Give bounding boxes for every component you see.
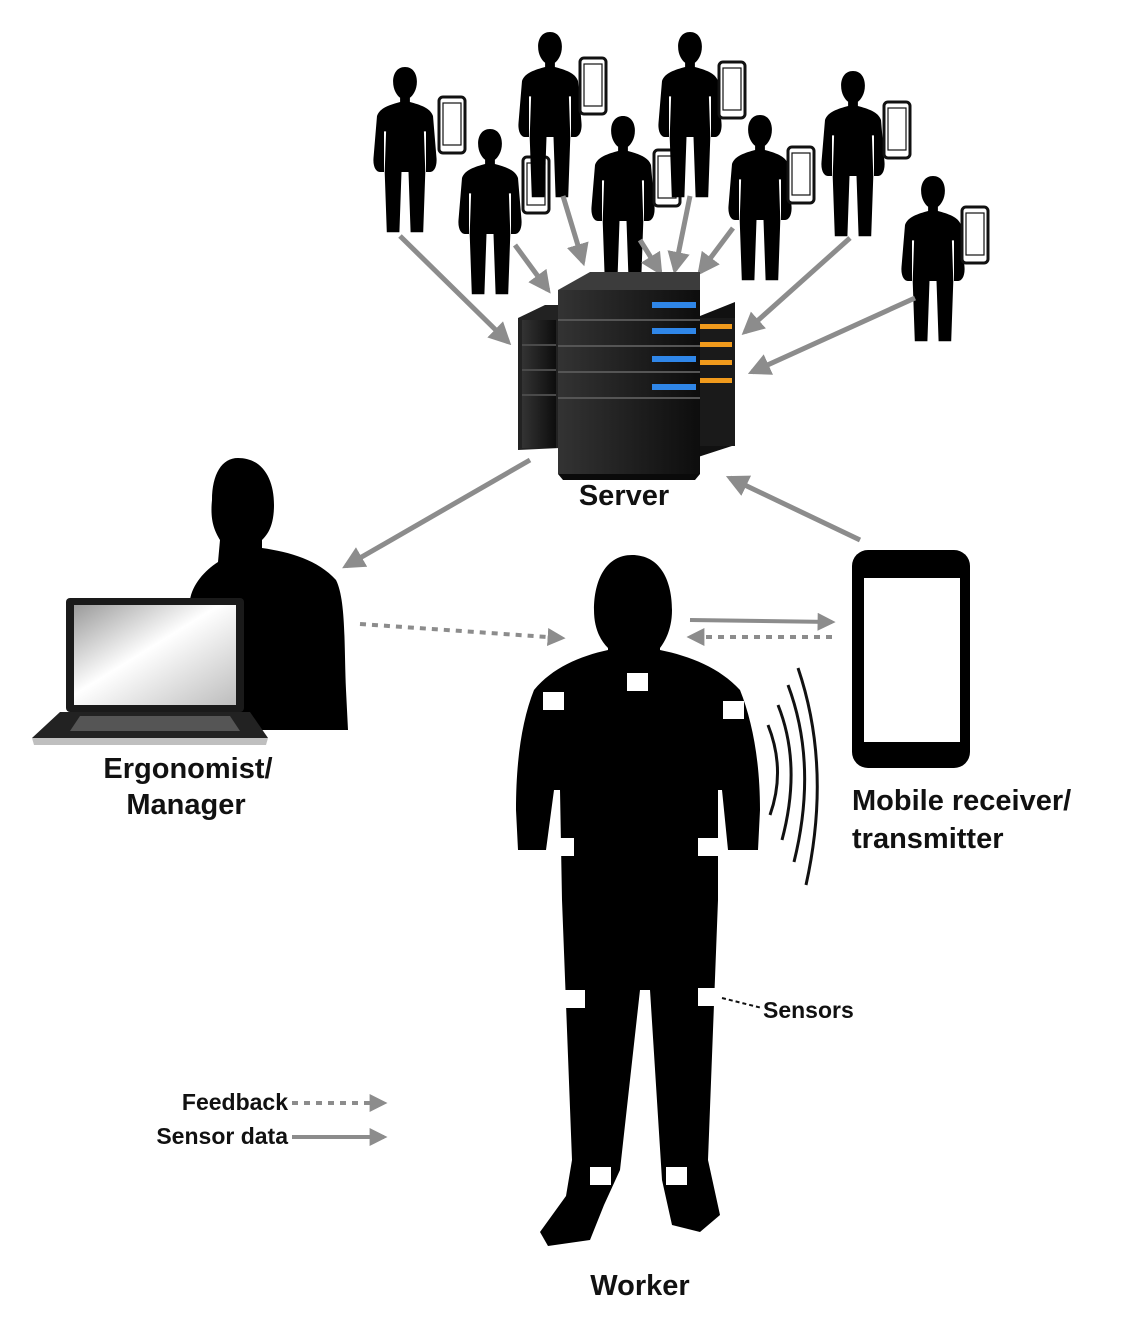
smartphone-icon xyxy=(717,60,747,120)
sensor-marker-icon xyxy=(590,1167,611,1185)
crowd-to-server-arrows xyxy=(398,195,917,375)
smartphone-icon xyxy=(578,56,608,116)
sensor-data-arrow-to-mobile xyxy=(689,612,836,631)
server-rack-icon xyxy=(518,272,735,480)
smartphone-icon xyxy=(882,100,912,160)
sensor-marker-icon xyxy=(666,1167,687,1185)
crowd-worker-icon xyxy=(458,129,522,295)
sensor-data-arrow xyxy=(637,238,663,276)
smartphone-icon xyxy=(852,550,970,768)
ergonomist-figure xyxy=(32,458,348,745)
laptop-icon xyxy=(32,598,268,745)
sensor-data-arrow xyxy=(747,295,917,375)
crowd-worker-icon xyxy=(728,115,792,281)
server-label: Server xyxy=(579,480,669,512)
sensor-marker-icon xyxy=(627,673,648,691)
smartphone-icon xyxy=(437,95,467,155)
sensor-marker-icon xyxy=(543,692,564,710)
sensor-marker-icon xyxy=(698,838,719,856)
sensor-data-arrow xyxy=(667,195,693,275)
smartphone-icon xyxy=(960,205,990,265)
legend-feedback-label: Feedback xyxy=(182,1089,288,1115)
server-to-ergonomist-arrow xyxy=(342,457,532,569)
smartphone-icon xyxy=(786,145,816,205)
crowd-worker-icon xyxy=(821,71,885,237)
sensor-marker-icon xyxy=(553,838,574,856)
sensors-callout-line xyxy=(721,997,763,1009)
legend: Feedback Sensor data xyxy=(156,1089,388,1149)
mobile-label-line2: transmitter xyxy=(852,823,1004,855)
feedback-arrow-to-worker xyxy=(359,622,566,646)
body-sensors xyxy=(543,673,744,1185)
sensor-marker-icon xyxy=(564,990,585,1008)
mobile-label-line1: Mobile receiver/ xyxy=(852,785,1071,817)
sensor-marker-icon xyxy=(723,701,744,719)
ergonomist-label-line2: Manager xyxy=(126,789,245,821)
sensor-data-arrow xyxy=(560,195,589,267)
sensor-data-arrow xyxy=(741,236,852,336)
crowd-worker-icon xyxy=(373,67,437,233)
worker-figure xyxy=(516,555,760,1246)
ergonomist-label-line1: Ergonomist/ xyxy=(103,753,272,785)
mobile-to-server-arrow xyxy=(725,475,862,543)
wireless-signal-icon xyxy=(766,667,819,886)
sensor-data-arrow xyxy=(512,243,551,294)
crowd-worker-icon xyxy=(591,116,655,282)
worker-label: Worker xyxy=(590,1270,689,1302)
crowd-worker-icon xyxy=(901,176,965,342)
legend-sensor-data-label: Sensor data xyxy=(156,1123,288,1149)
sensor-data-arrow xyxy=(398,234,512,346)
sensor-marker-icon xyxy=(698,988,719,1006)
sensors-label: Sensors xyxy=(763,997,854,1023)
sensor-data-arrow xyxy=(697,226,735,276)
